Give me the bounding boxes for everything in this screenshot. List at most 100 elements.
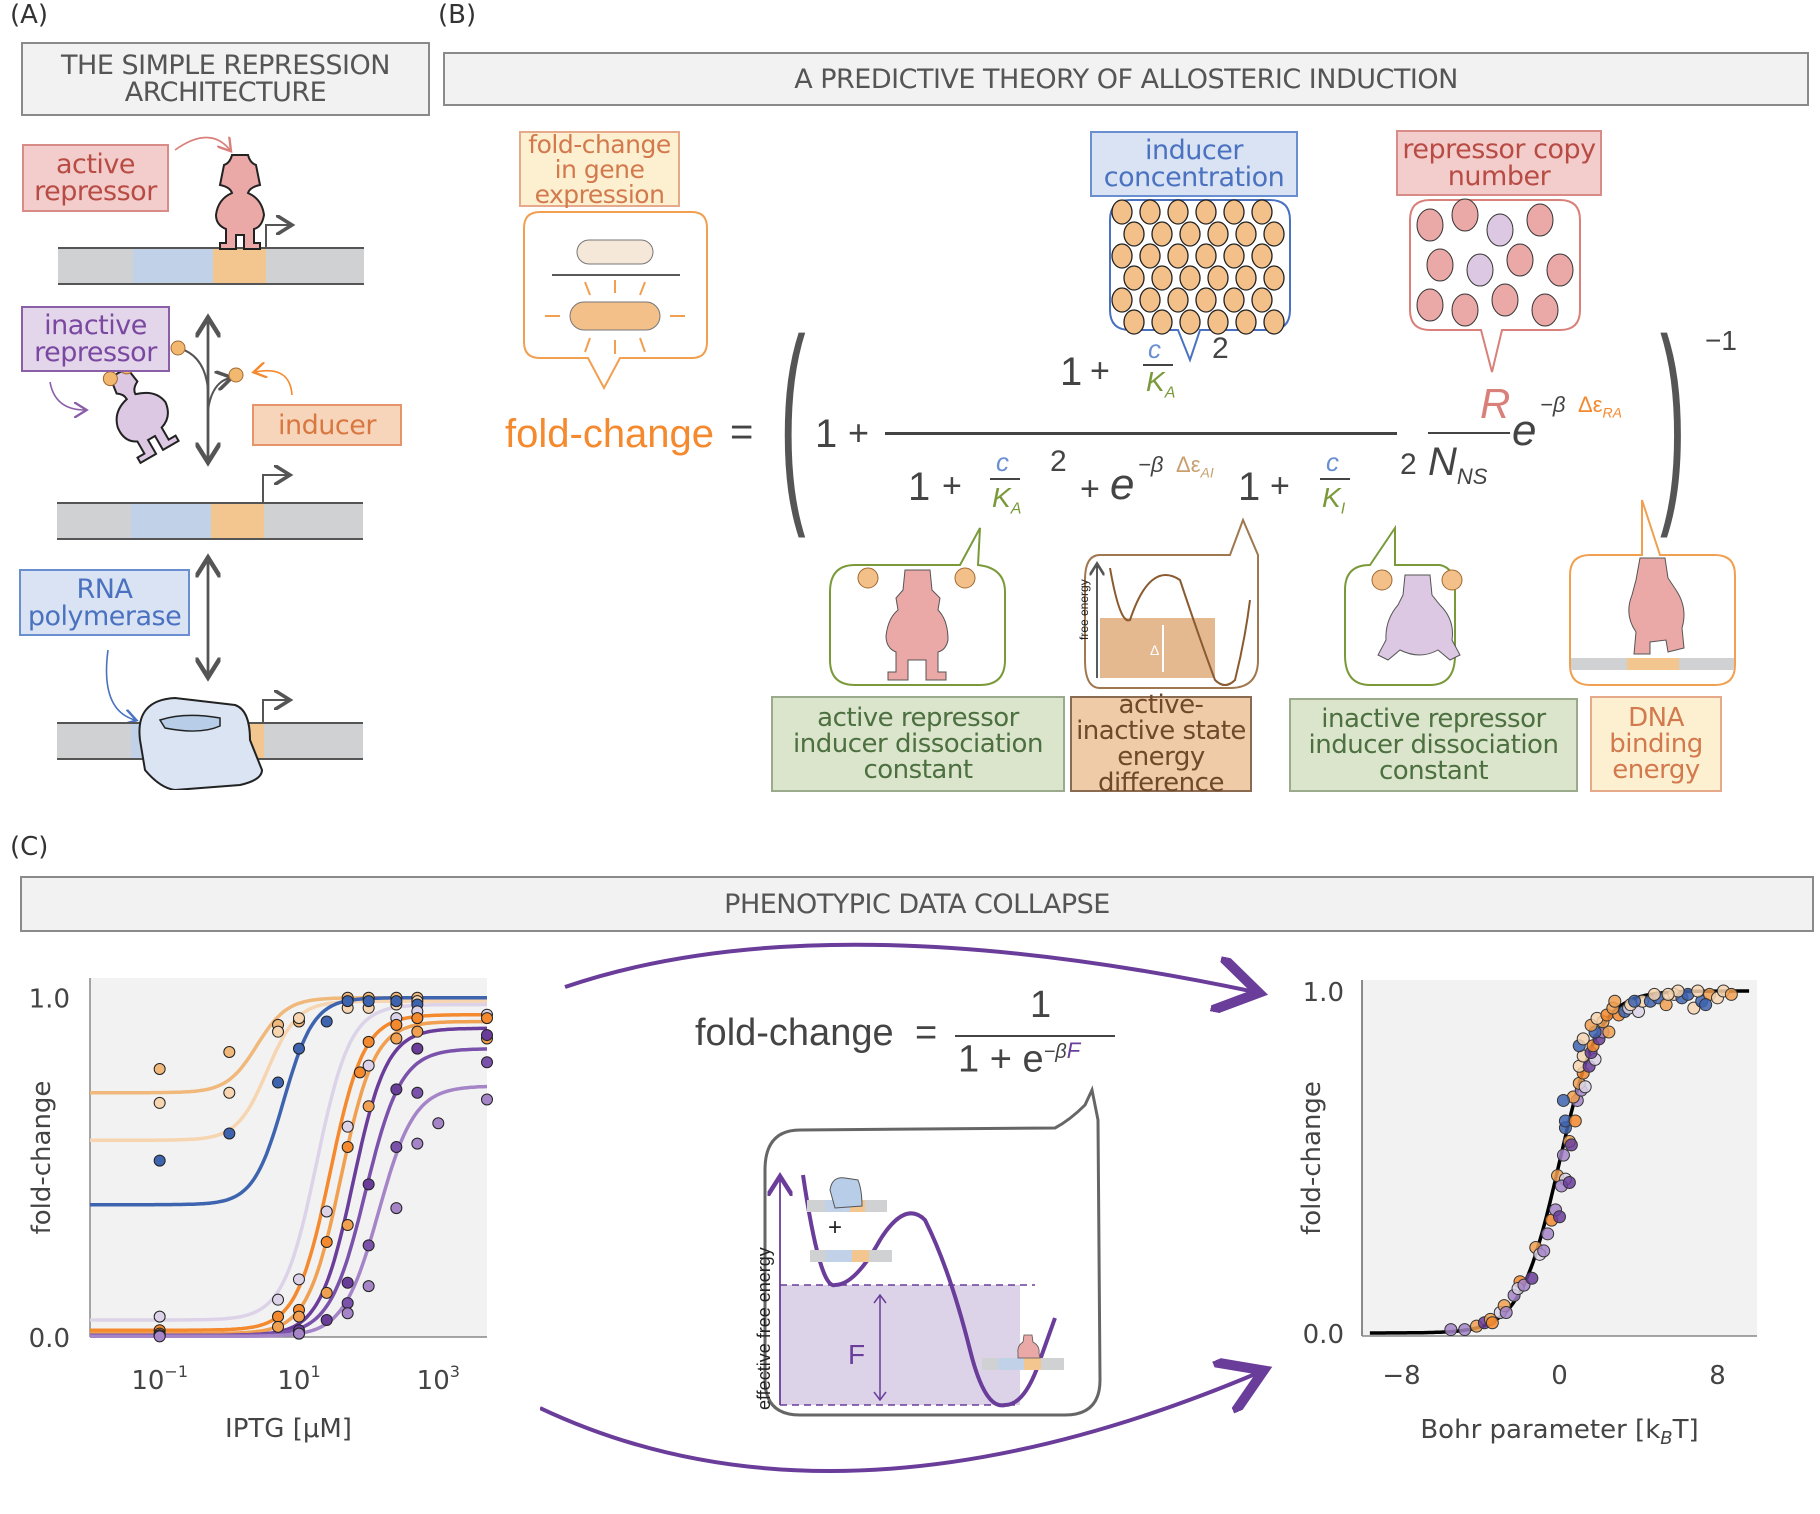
collapse-eq-F: F [1066, 1038, 1081, 1063]
data-point [153, 1062, 166, 1075]
eq-equals: = [730, 410, 754, 454]
eq-num-square: 2 [1212, 332, 1229, 365]
data-point [223, 1086, 236, 1099]
data-point [390, 1141, 403, 1154]
x-tick-label: 103 [417, 1362, 460, 1396]
eq-fraction-bar [885, 432, 1397, 435]
eq-den-e: e [1110, 460, 1135, 509]
data-point [292, 1327, 305, 1340]
data-point [272, 1320, 285, 1333]
data-point [390, 1032, 403, 1045]
inducer-molecule-icon [228, 367, 244, 383]
data-point [1499, 1305, 1513, 1319]
data-point [1562, 1176, 1576, 1190]
y-axis-label: fold-change [27, 1081, 57, 1235]
data-point [481, 1056, 493, 1069]
simple-repression-diagram [49, 120, 364, 790]
dna-binding-bubble [1569, 499, 1736, 686]
eq-one: 1 [815, 412, 838, 456]
collapse-eq-denominator: 1 + e [958, 1038, 1044, 1081]
data-point [320, 1205, 333, 1218]
eq-num-ka: KA [1146, 366, 1176, 402]
data-point [390, 1202, 403, 1215]
ki-bubble [1344, 524, 1463, 686]
data-point [341, 1141, 354, 1154]
data-point [353, 1066, 366, 1079]
x-tick-label: −8 [1382, 1361, 1420, 1391]
inducer-molecule-icon [1207, 309, 1229, 335]
repressor-molecule-icon [1416, 208, 1444, 242]
panel-label-c: (C) [10, 832, 49, 862]
data-point [292, 1310, 305, 1323]
repressor-molecule-icon [1451, 198, 1479, 232]
data-point [432, 1117, 445, 1130]
data-point [390, 995, 403, 1008]
data-point [272, 1310, 285, 1323]
inactive-repressor-icon [1377, 574, 1461, 661]
data-point [1556, 1148, 1570, 1162]
data-point [272, 1293, 285, 1306]
repressor-molecule-icon [1546, 253, 1574, 287]
data-point [390, 1083, 403, 1096]
collapse-eq-lhs: fold-change [695, 1012, 894, 1054]
inducer-molecule-icon [1179, 309, 1201, 335]
inducer-molecule-icon [1167, 287, 1189, 313]
collapse-eq-numerator: 1 [1030, 984, 1052, 1026]
data-point [1691, 984, 1705, 998]
repressor-copy-number-bubble [1409, 198, 1581, 373]
data-point [1699, 998, 1713, 1012]
repressor-molecule-icon [1426, 248, 1454, 282]
inducer-molecule-icon [1235, 309, 1257, 335]
promoter-arrow-icon [262, 475, 288, 503]
data-point [292, 1273, 305, 1286]
data-point [341, 1307, 354, 1320]
eq-den-delta-eps-ai: ΔεAI [1176, 452, 1214, 481]
data-point [1458, 1323, 1472, 1337]
inducer-molecule-icon [1123, 221, 1145, 247]
data-point [272, 1076, 285, 1089]
energy-difference-bubble: free energy Δ [1077, 517, 1259, 689]
bacterium-expressing-icon [569, 301, 661, 331]
active-repressor-icon [885, 569, 949, 681]
panel-label-a: (A) [10, 0, 49, 30]
x-tick-label: 8 [1709, 1361, 1726, 1391]
data-point [1444, 1323, 1458, 1337]
data-point [320, 1015, 333, 1028]
inducer-molecule-icon [1139, 287, 1161, 313]
data-point [320, 1314, 333, 1327]
y-tick-label: 1.0 [29, 985, 70, 1015]
data-point [1724, 987, 1738, 1001]
eq-NNS: NNS [1428, 440, 1488, 489]
eq-R: R [1480, 380, 1511, 427]
eq-num-one: 1 [1060, 350, 1083, 394]
data-point [411, 1137, 424, 1150]
promoter-arrow-icon [265, 225, 290, 248]
inducer-molecule-icon [1251, 199, 1273, 225]
eq-den-plus-2: + [1080, 470, 1100, 508]
inducer-molecule-icon [1207, 221, 1229, 247]
rnap-bound-dna-icon [807, 1177, 887, 1212]
eq-num-plus: + [1090, 352, 1110, 390]
data-point [1553, 1210, 1566, 1224]
repressor-bound-dna-icon [982, 1334, 1064, 1370]
repressor-binding-icon [1628, 557, 1685, 655]
data-point [341, 1297, 354, 1310]
eq-lhs: fold-change [505, 412, 715, 456]
y-tick-label: 0.0 [29, 1324, 70, 1354]
param-label-delta-eps-ra: DNA binding energy [1590, 696, 1722, 792]
data-point [481, 1093, 493, 1106]
y-axis-label: fold-change [1297, 1081, 1327, 1235]
collapse-eq-equals: = [915, 1012, 938, 1054]
data-point [481, 1029, 493, 1042]
callout-inducer-concentration: inducer concentration [1090, 131, 1298, 197]
data-point [153, 1310, 166, 1323]
inducer-molecule-icon [1123, 265, 1145, 291]
param-label-ki: inactive repressor inducer dissociation … [1289, 698, 1578, 792]
data-point [362, 1178, 375, 1191]
eq-den-c: c [996, 447, 1009, 477]
eq-delta-eps-ra: ΔεRA [1578, 392, 1622, 421]
collapse-arrows [540, 942, 1300, 1473]
inducer-molecule-icon [1263, 309, 1285, 335]
